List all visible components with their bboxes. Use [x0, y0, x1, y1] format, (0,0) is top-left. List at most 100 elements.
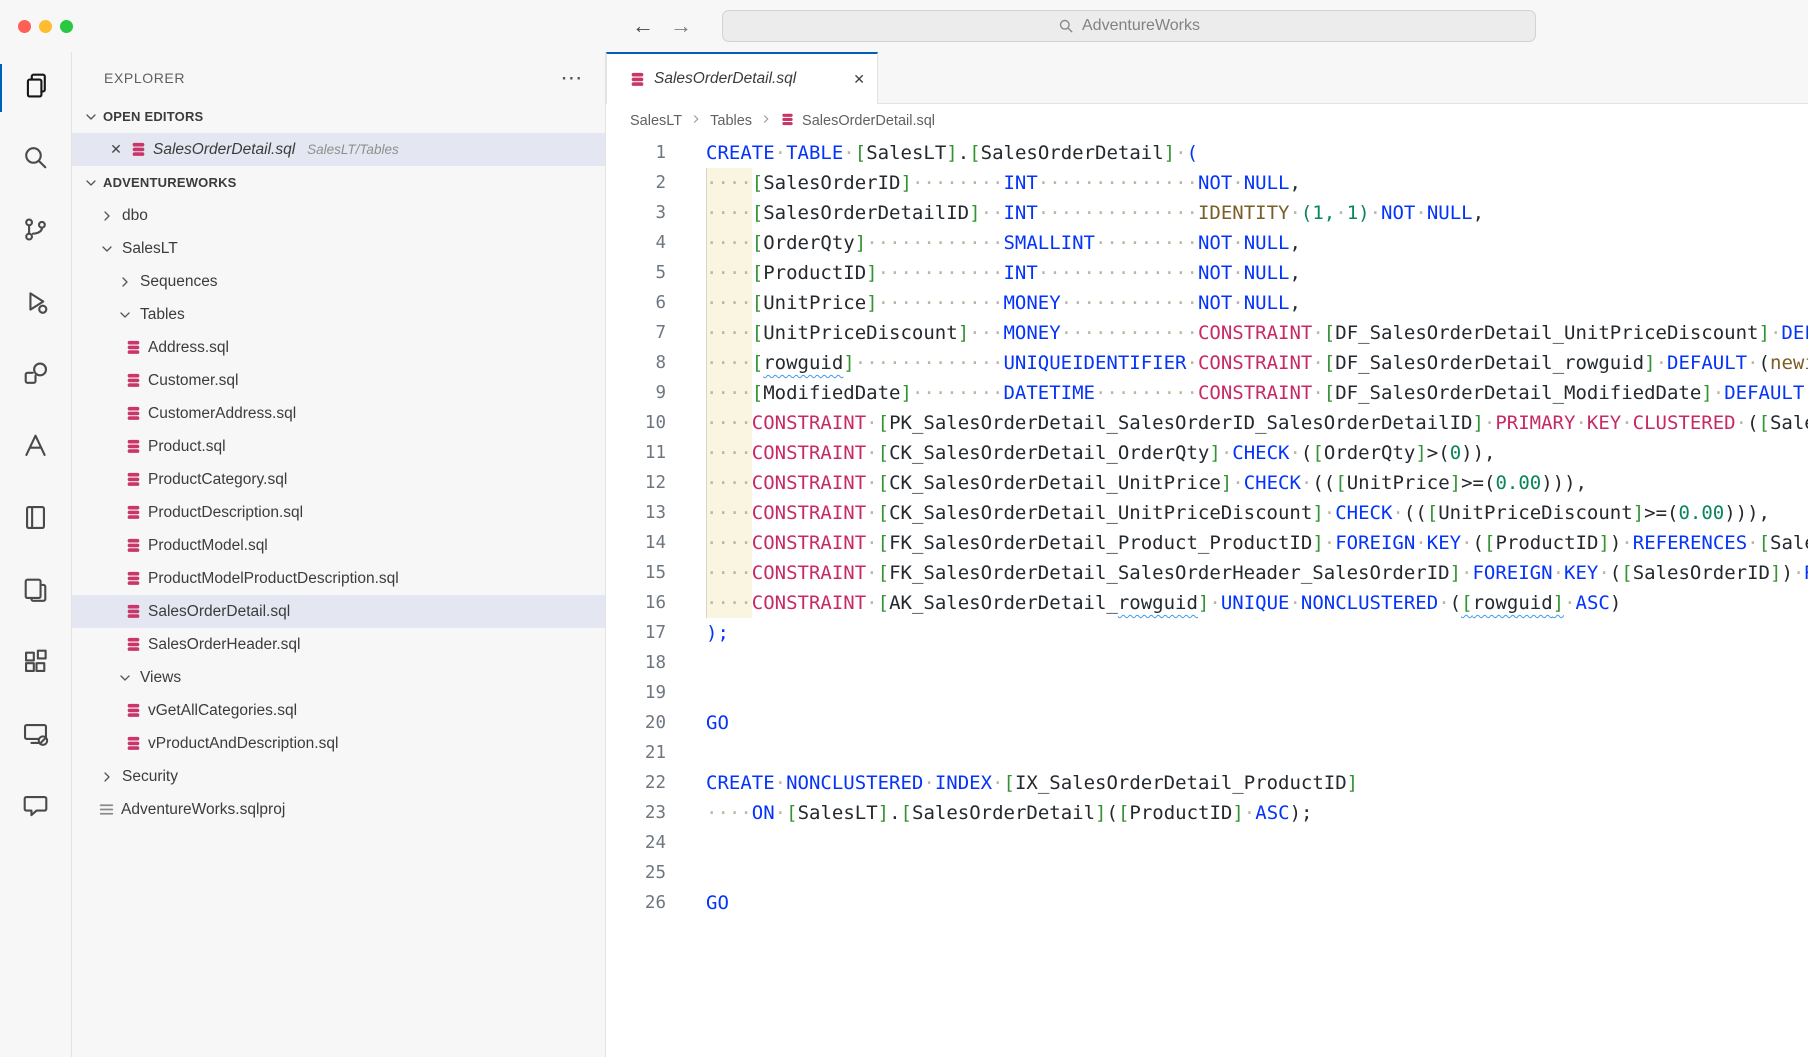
- line-number[interactable]: 21: [644, 743, 666, 763]
- code-line: 4 ····[OrderQty]············SMALLINT·····…: [606, 228, 1808, 258]
- breadcrumb-schema[interactable]: SalesLT: [630, 113, 683, 129]
- breadcrumb-folder[interactable]: Tables: [710, 113, 753, 129]
- tree-item-productdescription-sql[interactable]: ProductDescription.sql: [72, 496, 605, 529]
- line-number[interactable]: 11: [644, 443, 666, 463]
- tab-bar: SalesOrderDetail.sql ✕: [606, 52, 1808, 104]
- chevron-down-icon[interactable]: [98, 241, 116, 257]
- open-editors-header[interactable]: OPEN EDITORS: [72, 100, 605, 133]
- command-center[interactable]: AdventureWorks: [722, 10, 1536, 42]
- line-number[interactable]: 13: [644, 503, 666, 523]
- tree-item-productcategory-sql[interactable]: ProductCategory.sql: [72, 463, 605, 496]
- tree-item-security[interactable]: Security: [72, 760, 605, 793]
- line-number[interactable]: 18: [644, 653, 666, 673]
- tree-item-adventureworks-sqlproj[interactable]: AdventureWorks.sqlproj: [72, 793, 605, 826]
- line-number[interactable]: 15: [644, 563, 666, 583]
- tree-item-customeraddress-sql[interactable]: CustomerAddress.sql: [72, 397, 605, 430]
- tree-item-address-sql[interactable]: Address.sql: [72, 331, 605, 364]
- activity-remote-button[interactable]: [0, 700, 71, 772]
- line-number[interactable]: 4: [655, 233, 666, 253]
- tree-item-dbo[interactable]: dbo: [72, 199, 605, 232]
- tree-item-customer-sql[interactable]: Customer.sql: [72, 364, 605, 397]
- line-number[interactable]: 8: [655, 353, 666, 373]
- line-number[interactable]: 10: [644, 413, 666, 433]
- more-actions-button[interactable]: ⋯: [560, 65, 583, 90]
- line-number[interactable]: 1: [655, 143, 666, 163]
- code-line-content: ····CONSTRAINT·[PK_SalesOrderDetail_Sale…: [706, 412, 1808, 434]
- tree-item-vgetallcategories-sql[interactable]: vGetAllCategories.sql: [72, 694, 605, 727]
- activity-bar: [0, 52, 72, 1057]
- project-section-header[interactable]: ADVENTUREWORKS: [72, 166, 605, 199]
- line-number[interactable]: 14: [644, 533, 666, 553]
- chevron-down-icon[interactable]: [116, 307, 134, 323]
- chevron-down-icon: [82, 109, 100, 125]
- code-line: 9····[ModifiedDate]········DATETIME·····…: [606, 378, 1808, 408]
- code-line: 3····[SalesOrderDetailID]··INT··········…: [606, 198, 1808, 228]
- code-line: 19: [606, 678, 1808, 708]
- line-number[interactable]: 20: [644, 713, 666, 733]
- line-number[interactable]: 23: [644, 803, 666, 823]
- activity-run-debug-button[interactable]: [0, 268, 71, 340]
- activity-source-control-button[interactable]: [0, 196, 71, 268]
- workspace-name: AdventureWorks: [1082, 17, 1200, 34]
- activity-explorer-button[interactable]: [0, 52, 71, 124]
- sidebar-title: EXPLORER: [104, 70, 186, 86]
- code-line-content: ····[OrderQty]············SMALLINT······…: [706, 232, 1301, 254]
- activity-pages-button[interactable]: [0, 556, 71, 628]
- line-number[interactable]: 16: [644, 593, 666, 613]
- close-window-button[interactable]: [18, 20, 31, 33]
- breadcrumb-file[interactable]: SalesOrderDetail.sql: [802, 113, 936, 129]
- tree-item-sequences[interactable]: Sequences: [72, 265, 605, 298]
- line-number[interactable]: 24: [644, 833, 666, 853]
- tree-item-salesorderheader-sql[interactable]: SalesOrderHeader.sql: [72, 628, 605, 661]
- tree-item-label: Security: [122, 767, 178, 785]
- code-line-content: ····CONSTRAINT·[AK_SalesOrderDetail_rowg…: [706, 592, 1622, 614]
- line-number[interactable]: 12: [644, 473, 666, 493]
- line-number[interactable]: 5: [655, 263, 666, 283]
- tree-item-product-sql[interactable]: Product.sql: [72, 430, 605, 463]
- tree-item-views[interactable]: Views: [72, 661, 605, 694]
- tree-item-saleslt[interactable]: SalesLT: [72, 232, 605, 265]
- chevron-right-icon[interactable]: [98, 208, 116, 224]
- chevron-right-icon[interactable]: [116, 274, 134, 290]
- line-number[interactable]: 25: [644, 863, 666, 883]
- activity-notebooks-button[interactable]: [0, 484, 71, 556]
- line-number[interactable]: 22: [644, 773, 666, 793]
- tree-item-productmodelproductdescription-sql[interactable]: ProductModelProductDescription.sql: [72, 562, 605, 595]
- tree-item-productmodel-sql[interactable]: ProductModel.sql: [72, 529, 605, 562]
- activity-extensions-button[interactable]: [0, 628, 71, 700]
- code-line-content: CREATE·NONCLUSTERED·INDEX·[IX_SalesOrder…: [706, 772, 1359, 794]
- activity-comments-button[interactable]: [0, 772, 71, 844]
- titlebar: ← → AdventureWorks: [0, 0, 1808, 52]
- activity-search-button[interactable]: [0, 124, 71, 196]
- tab-salesorderdetail-sql[interactable]: SalesOrderDetail.sql ✕: [606, 52, 878, 104]
- line-number[interactable]: 19: [644, 683, 666, 703]
- navigate-forward-button[interactable]: →: [670, 13, 692, 38]
- line-number[interactable]: 3: [655, 203, 666, 223]
- activity-sql-projects-button[interactable]: [0, 340, 71, 412]
- tree-item-tables[interactable]: Tables: [72, 298, 605, 331]
- line-number[interactable]: 9: [655, 383, 666, 403]
- line-number[interactable]: 17: [644, 623, 666, 643]
- zoom-window-button[interactable]: [60, 20, 73, 33]
- sql-projects-icon: [22, 360, 49, 392]
- code-line-content: ····CONSTRAINT·[FK_SalesOrderDetail_Prod…: [706, 532, 1808, 554]
- line-number[interactable]: 2: [655, 173, 666, 193]
- code-line: 23····ON·[SalesLT].[SalesOrderDetail]([P…: [606, 798, 1808, 828]
- line-number[interactable]: 26: [644, 893, 666, 913]
- navigate-back-button[interactable]: ←: [632, 13, 654, 38]
- minimize-window-button[interactable]: [39, 20, 52, 33]
- close-editor-button[interactable]: ✕: [110, 141, 122, 157]
- project-section-label: ADVENTUREWORKS: [103, 175, 237, 190]
- database-icon: [780, 112, 795, 131]
- chevron-right-icon[interactable]: [98, 769, 116, 785]
- line-number[interactable]: 6: [655, 293, 666, 313]
- chevron-down-icon[interactable]: [116, 670, 134, 686]
- close-tab-button[interactable]: ✕: [853, 70, 865, 87]
- activity-azure-button[interactable]: [0, 412, 71, 484]
- tree-item-salesorderdetail-sql[interactable]: SalesOrderDetail.sql: [72, 595, 605, 628]
- line-number[interactable]: 7: [655, 323, 666, 343]
- tree-item-vproductanddescription-sql[interactable]: vProductAndDescription.sql: [72, 727, 605, 760]
